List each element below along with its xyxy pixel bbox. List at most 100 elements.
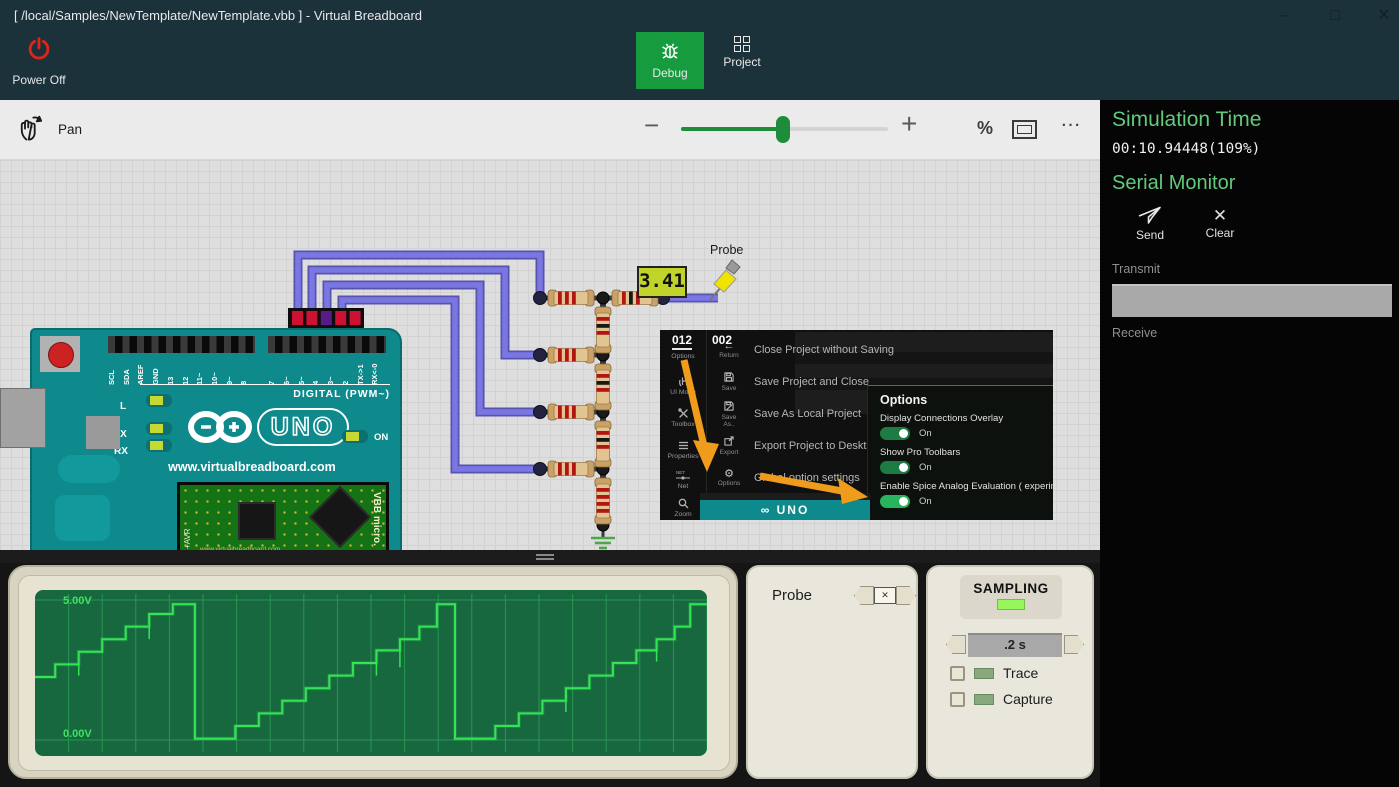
arduino-infinity-logo <box>184 406 256 453</box>
resistor[interactable] <box>547 403 595 421</box>
more-options-button[interactable]: … <box>1060 108 1083 131</box>
pin-header-left[interactable] <box>108 336 255 353</box>
resistor[interactable] <box>547 460 595 478</box>
minimize-button[interactable]: – <box>1280 7 1290 24</box>
pin-header-right[interactable] <box>268 336 386 353</box>
overlay-sidebar-properties[interactable]: Properties <box>660 440 706 460</box>
overlay-sidebar-toolbox[interactable]: Toolbox <box>660 408 706 428</box>
probe-selector: ✕ <box>854 586 916 605</box>
trace-row: Trace <box>950 665 1038 681</box>
trace-checkbox[interactable] <box>950 665 965 681</box>
pan-tool-icon[interactable] <box>16 113 46 148</box>
probe-prev-button[interactable] <box>854 586 874 605</box>
interval-prev-button[interactable] <box>946 635 966 654</box>
maximize-button[interactable]: □ <box>1330 7 1340 24</box>
toggle-switch[interactable] <box>880 427 910 440</box>
capture-row: Capture <box>950 691 1053 707</box>
zoom-percent-button[interactable]: % <box>977 118 994 138</box>
usb-connector <box>0 388 46 448</box>
resistor[interactable] <box>547 289 595 307</box>
save-as-icon <box>716 400 742 414</box>
toggle-spice-analog[interactable]: Enable Spice Analog Evaluation ( experim… <box>880 481 1053 508</box>
oscilloscope[interactable]: 5.00V 0.00V <box>8 565 738 779</box>
toggle-switch[interactable] <box>880 461 910 474</box>
annotation-arrows <box>680 359 868 504</box>
resistor[interactable] <box>594 363 612 411</box>
project-button[interactable]: Project <box>712 32 772 89</box>
probe-instrument-panel[interactable]: Probe ✕ <box>746 565 918 779</box>
bug-icon <box>636 41 704 63</box>
instrument-dock: 5.00V 0.00V Probe ✕ SAMPLING .2 s <box>0 550 1100 787</box>
zoom-in-button[interactable]: + <box>901 108 918 139</box>
board-silkscreen-shape <box>58 455 120 483</box>
power-off-button[interactable]: Power Off <box>6 36 72 87</box>
send-plane-icon <box>1128 206 1172 228</box>
component-selector-icon[interactable]: ✕ <box>874 587 896 604</box>
capture-label: Capture <box>1003 691 1053 707</box>
zoom-slider-thumb[interactable] <box>776 116 790 143</box>
led-tx <box>146 422 172 435</box>
overlay-step-002: 002 <box>712 333 733 347</box>
led-rx-label: RX <box>114 446 128 457</box>
clear-button[interactable]: ✕ Clear <box>1198 206 1242 240</box>
dock-splitter[interactable] <box>0 550 1100 563</box>
clear-label: Clear <box>1205 226 1235 240</box>
menu-save-as[interactable]: Save As.. Save As Local Project <box>716 400 861 428</box>
ground-symbol[interactable] <box>591 536 615 550</box>
voltage-lcd-display[interactable]: 3.41 <box>637 266 687 298</box>
toggle-switch[interactable] <box>880 495 910 508</box>
power-off-label: Power Off <box>12 73 66 87</box>
properties-icon <box>660 440 706 452</box>
tools-icon <box>660 408 706 420</box>
zoom-out-button[interactable]: − <box>644 110 660 140</box>
window-title: [ /local/Samples/NewTemplate/NewTemplate… <box>14 8 423 23</box>
debug-button[interactable]: Debug <box>636 32 704 89</box>
canvas-toolbar: Pan − + % … <box>0 100 1100 160</box>
power-jack <box>86 416 120 449</box>
vbb-micro-module[interactable]: VBB micro. +AVR www.virtualbreadboard.co… <box>177 482 389 550</box>
resistor[interactable] <box>594 306 612 354</box>
sampling-led <box>997 599 1025 610</box>
transmit-input[interactable] <box>1112 284 1392 317</box>
digital-pwm-label: DIGITAL (PWM~) <box>293 388 390 400</box>
menu-close-project[interactable]: ←Return Close Project without Saving <box>716 338 894 362</box>
right-sidebar: Simulation Time 00:10.94448(109%) Serial… <box>1100 100 1399 787</box>
close-button[interactable]: ✕ <box>1377 7 1391 24</box>
resistor[interactable] <box>547 346 595 364</box>
board-silkscreen-shape2 <box>55 495 110 541</box>
overlay-sidebar-zoom[interactable]: Zoom <box>660 498 706 518</box>
probe-icon[interactable] <box>709 259 741 301</box>
led-tx-label: TX <box>114 429 127 440</box>
interval-next-button[interactable] <box>1064 635 1084 654</box>
pan-tool-label: Pan <box>58 122 83 137</box>
sampling-panel[interactable]: SAMPLING .2 s Trace Capture <box>926 565 1094 779</box>
sampling-button[interactable]: SAMPLING <box>960 575 1062 619</box>
resistor[interactable] <box>594 477 612 525</box>
circuit-layer[interactable] <box>0 160 1100 550</box>
pin-connector-block[interactable] <box>288 308 364 328</box>
gear-icon: ⚙ <box>724 468 734 480</box>
uno-label-box: UNO <box>257 408 349 446</box>
overlay-uno-fragment: ∞ UNO <box>700 500 870 520</box>
fit-to-screen-icon[interactable] <box>1012 120 1037 139</box>
toggle-display-connections[interactable]: Display Connections Overlay On <box>880 413 1004 440</box>
led-rx <box>146 439 172 452</box>
send-button[interactable]: Send <box>1128 206 1172 242</box>
led-l <box>146 394 172 407</box>
trace-led <box>974 667 994 679</box>
magnifier-icon <box>660 498 706 510</box>
interval-value[interactable]: .2 s <box>968 633 1062 657</box>
probe-next-button[interactable] <box>896 586 916 605</box>
resistor[interactable] <box>594 420 612 468</box>
svg-text:NET: NET <box>676 470 685 475</box>
overlay-sidebar-options[interactable]: Options <box>671 353 695 360</box>
menu-save-project[interactable]: Save Save Project and Close <box>716 370 869 394</box>
toggle-show-pro-toolbars[interactable]: Show Pro Toolbars On <box>880 447 961 474</box>
probe-component-label: Probe <box>710 243 744 257</box>
title-bar: [ /local/Samples/NewTemplate/NewTemplate… <box>0 0 1399 100</box>
overlay-sidebar-net[interactable]: NET Net <box>660 470 706 490</box>
capture-checkbox[interactable] <box>950 691 965 707</box>
reset-button[interactable] <box>40 336 80 372</box>
